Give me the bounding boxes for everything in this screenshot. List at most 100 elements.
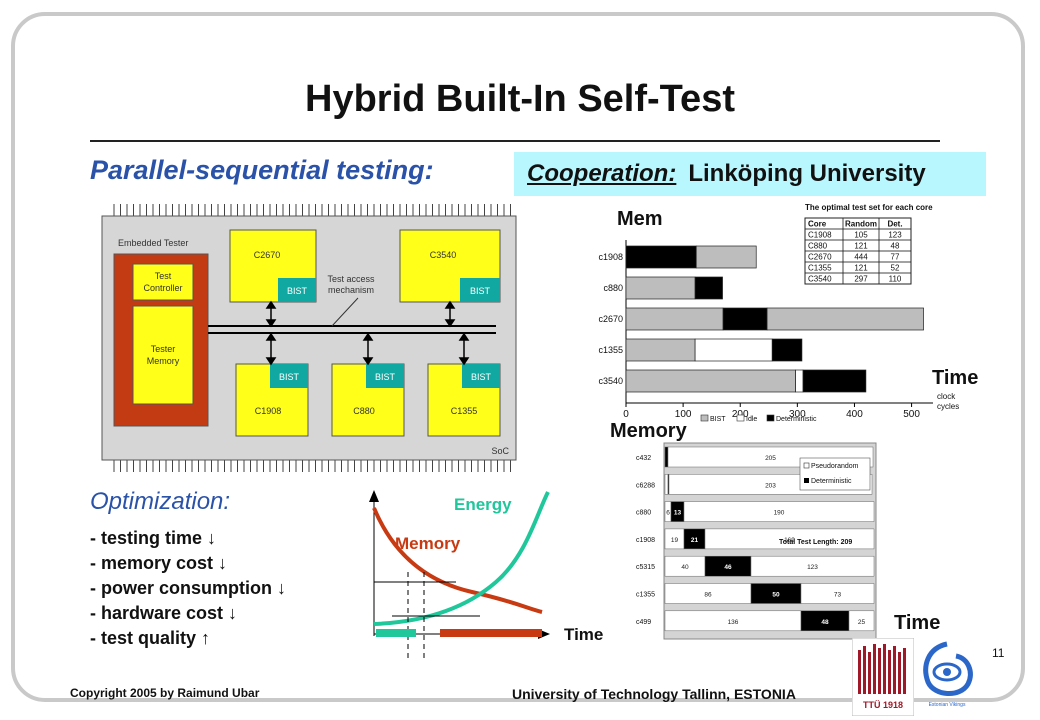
schedule-table-header: Core [808, 220, 827, 229]
memory-bar-label: 13 [674, 510, 682, 517]
ttu-logo-bars [858, 644, 906, 694]
bus-connectors [265, 300, 470, 366]
schedule-table-value: 77 [891, 253, 900, 262]
tradeoff-y-arrow [369, 490, 379, 502]
vikings-logo-text: Estonian Vikings [929, 702, 966, 708]
schedule-legend-label: BIST [710, 416, 726, 423]
memory-bar-label: 205 [765, 455, 776, 462]
title-rule [90, 140, 940, 142]
bist-c1908-label: BIST [279, 372, 300, 382]
estonian-vikings-logo: Estonian Vikings [923, 641, 973, 708]
memory-bar-label: 169 [784, 537, 795, 544]
memory-bar-label: 203 [765, 482, 776, 489]
schedule-table-title: The optimal test set for each core [805, 203, 933, 212]
schedule-x-unit-1: clock [937, 392, 956, 401]
test-controller-label-2: Controller [143, 283, 182, 293]
memory-bar-label: 190 [774, 510, 785, 517]
memory-category-label: c1355 [636, 592, 655, 599]
bist-c2670 [278, 278, 316, 302]
memory-bar-label: 50 [772, 592, 780, 599]
bist-c2670-label: BIST [287, 286, 308, 296]
memory-bar-label: 123 [807, 564, 818, 571]
test-access-pointer [331, 297, 359, 327]
slide-frame [11, 12, 1025, 702]
memory-bar-pseudorandom [800, 583, 875, 604]
memory-bar-label: 6 [666, 510, 670, 517]
schedule-bar-idle [795, 369, 804, 393]
schedule-legend-swatch [700, 414, 709, 422]
schedule-table-value: 444 [854, 253, 868, 262]
memory-bar-deterministic [664, 446, 669, 468]
bist-c880-label: BIST [375, 372, 396, 382]
vikings-pupil [943, 668, 951, 676]
memory-bar-label: 40 [681, 564, 689, 571]
bist-c3540-label: BIST [470, 286, 491, 296]
core-c2670-label: C2670 [254, 250, 281, 260]
core-c3540-label: C3540 [430, 250, 457, 260]
schedule-x-tick-label: 200 [732, 409, 749, 420]
list-item: - hardware cost ↓ [90, 603, 238, 623]
test-access-label-2: mechanism [328, 285, 374, 295]
copyright-text: Copyright 2005 by Raimund Ubar [70, 686, 260, 700]
bist-c3540 [460, 278, 500, 302]
memory-bar-label: 136 [728, 619, 739, 626]
energy-label: Energy [454, 495, 512, 514]
tester-memory-block [132, 305, 194, 405]
tester-memory-label-1: Tester [151, 344, 176, 354]
memory-bar-pseudorandom [683, 501, 875, 522]
schedule-table-value: 105 [854, 231, 868, 240]
legend-swatch-pseudorandom [803, 462, 810, 469]
vikings-swirl [923, 641, 973, 696]
core-c1908-label: C1908 [255, 406, 282, 416]
tradeoff-diagram: Energy Memory Time [369, 490, 603, 662]
ttu-logo: TTÜ 1918 [852, 638, 914, 716]
legend-swatch-deterministic [804, 478, 809, 483]
slide-title: Hybrid Built-In Self-Test [305, 78, 735, 120]
memory-bar-label: 25 [858, 619, 866, 626]
schedule-category-label: c1908 [598, 252, 623, 262]
memory-bar-label: 48 [821, 619, 829, 626]
test-controller-label-1: Test [155, 271, 172, 281]
schedule-table-value: 123 [888, 231, 902, 240]
bist-c1908 [270, 364, 308, 388]
schedule-table-value: 121 [854, 242, 868, 251]
optimization-title: Optimization: [90, 488, 231, 515]
bist-c880 [366, 364, 404, 388]
memory-bar-pseudorandom [848, 610, 875, 632]
test-controller-block [132, 263, 194, 301]
list-item: - testing time ↓ [90, 528, 217, 548]
soc-diagram: SoC Embedded Tester Test Controller Test… [101, 204, 517, 472]
university-text: University of Technology Tallinn, ESTONI… [512, 686, 796, 702]
cooperation-banner: Cooperation:Linköping University [514, 152, 986, 196]
memory-bar-pseudorandom [704, 528, 875, 550]
memory-category-label: c880 [636, 510, 651, 517]
schedule-x-tick-label: 0 [623, 409, 629, 420]
schedule-x-unit-2: cycles [937, 402, 959, 411]
ttu-logo-text: TTÜ 1918 [863, 700, 903, 710]
legend-deterministic: Deterministic [811, 478, 852, 485]
schedule-mem-axis-label: Mem [617, 208, 663, 230]
memory-bar [440, 629, 542, 637]
memory-category-label: c432 [636, 455, 651, 462]
memory-bar-label: 19 [671, 537, 679, 544]
schedule-table-value: 297 [854, 275, 868, 284]
schedule-x-tick-label: 400 [846, 409, 863, 420]
schedule-table-value: C3540 [808, 275, 832, 284]
schedule-table-value: C1908 [808, 231, 832, 240]
energy-bar [376, 629, 416, 637]
schedule-bar-idle [694, 338, 773, 362]
schedule-x-tick-label: 300 [789, 409, 806, 420]
schedule-bar-bist [625, 369, 796, 393]
schedule-bar-deterministic [625, 245, 697, 269]
schedule-bar-deterministic [722, 307, 768, 331]
schedule-table-cell [878, 272, 912, 285]
bist-c1355-label: BIST [471, 372, 492, 382]
memory-axis-label: Memory [610, 420, 687, 442]
memory-bar-label: 73 [834, 592, 842, 599]
schedule-table-value: 121 [854, 264, 868, 273]
schedule-table-value: C880 [808, 242, 828, 251]
list-item: - memory cost ↓ [90, 553, 228, 573]
